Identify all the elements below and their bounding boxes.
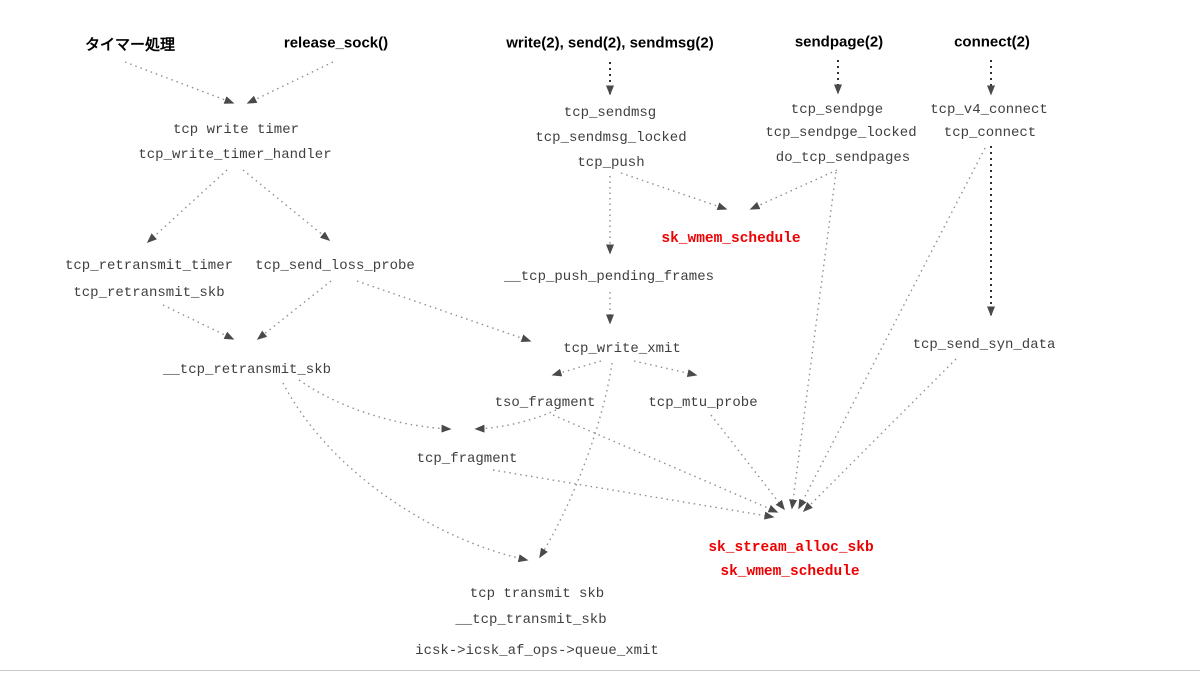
edge-tcp-retransmit-skb-2-to-tcp-fragment bbox=[298, 379, 452, 433]
edge-tcp-connect-to-sk-stream-alloc-skb bbox=[798, 147, 986, 510]
node-tcp-push: tcp_push bbox=[577, 155, 645, 171]
node-tso-fragment: tso_fragment bbox=[494, 395, 596, 411]
node-do-tcp-sendpages: do_tcp_sendpages bbox=[775, 150, 911, 166]
edge-tcp-write-timer-handler-to-tcp-send-loss-probe bbox=[242, 169, 331, 241]
node-connect: connect(2) bbox=[954, 33, 1030, 51]
edge-tcp-push-to-sk-wmem-schedule-1 bbox=[620, 172, 728, 211]
node-tcp-sendpge-locked: tcp_sendpge_locked bbox=[765, 125, 917, 141]
edge-tcp-send-syn-data-to-sk-stream-alloc-skb bbox=[802, 358, 957, 513]
edge-tcp-write-xmit-to-tcp-mtu-probe bbox=[633, 360, 698, 378]
node-tcp-send-syn-data: tcp_send_syn_data bbox=[912, 337, 1056, 353]
node-tcp-push-pending-frames: __tcp_push_pending_frames bbox=[503, 269, 715, 285]
node-timer-label: タイマー処理 bbox=[84, 36, 176, 54]
edge-tcp-send-loss-probe-to-tcp-retransmit-skb-2 bbox=[256, 280, 332, 340]
node-sk-wmem-schedule-1: sk_wmem_schedule bbox=[661, 230, 801, 247]
node-tcp-sendmsg: tcp_sendmsg bbox=[563, 105, 657, 121]
node-tcp-v4-connect: tcp_v4_connect bbox=[930, 102, 1048, 118]
edge-tcp-write-timer-handler-to-tcp-retransmit-timer bbox=[146, 169, 228, 244]
node-release-sock: release_sock() bbox=[283, 34, 389, 52]
edge-release-sock-to-tcp-write-timer bbox=[246, 61, 334, 104]
node-tcp-write-xmit: tcp_write_xmit bbox=[563, 341, 681, 357]
edge-tcp-retransmit-skb-2-to-tcp-transmit-skb bbox=[282, 382, 529, 563]
node-sk-stream-alloc-skb: sk_stream_alloc_skb bbox=[708, 539, 874, 556]
node-tcp-mtu-probe: tcp_mtu_probe bbox=[648, 395, 758, 411]
edge-timer-label-to-tcp-write-timer bbox=[124, 61, 235, 104]
edge-do-tcp-sendpages-to-sk-wmem-schedule-1 bbox=[749, 169, 838, 210]
node-tcp-sendmsg-locked: tcp_sendmsg_locked bbox=[535, 130, 687, 146]
edge-do-tcp-sendpages-to-sk-stream-alloc-skb bbox=[789, 171, 837, 510]
node-queue-xmit: icsk->icsk_af_ops->queue_xmit bbox=[415, 643, 659, 659]
edge-tcp-fragment-to-sk-stream-alloc-skb bbox=[492, 469, 775, 520]
node-tcp-write-timer-handler: tcp_write_timer_handler bbox=[138, 147, 332, 163]
node-tcp-retransmit-skb: tcp_retransmit_skb bbox=[73, 285, 225, 301]
edge-tso-fragment-to-tcp-fragment bbox=[474, 409, 557, 433]
node-tcp-sendpge: tcp_sendpge bbox=[790, 102, 884, 118]
node-write-send-sendmsg: write(2), send(2), sendmsg(2) bbox=[506, 34, 714, 52]
node-sk-wmem-schedule-2: sk_wmem_schedule bbox=[720, 563, 860, 580]
node-tcp-write-timer: tcp write timer bbox=[172, 122, 300, 138]
bottom-divider bbox=[0, 670, 1200, 671]
node-tcp-retransmit-skb-2: __tcp_retransmit_skb bbox=[162, 362, 332, 378]
edge-tcp-write-xmit-to-tcp-transmit-skb bbox=[539, 362, 613, 559]
edge-tcp-mtu-probe-to-sk-stream-alloc-skb bbox=[710, 414, 785, 511]
node-tcp-transmit-skb: tcp transmit skb bbox=[469, 586, 605, 602]
edge-tso-fragment-to-sk-stream-alloc-skb bbox=[552, 414, 779, 513]
node-tcp-send-loss-probe: tcp_send_loss_probe bbox=[255, 258, 415, 274]
edge-tcp-retransmit-skb-to-tcp-retransmit-skb-2 bbox=[162, 304, 235, 340]
node-sendpage: sendpage(2) bbox=[794, 33, 884, 51]
node-tcp-fragment: tcp_fragment bbox=[416, 451, 518, 467]
edge-tcp-write-xmit-to-tso-fragment bbox=[551, 360, 602, 377]
edge-tcp-send-loss-probe-to-tcp-write-xmit bbox=[356, 280, 532, 342]
node-tcp-retransmit-timer: tcp_retransmit_timer bbox=[64, 258, 234, 274]
node-tcp-connect: tcp_connect bbox=[943, 125, 1037, 141]
node-tcp-transmit-skb-2: __tcp_transmit_skb bbox=[455, 612, 607, 628]
